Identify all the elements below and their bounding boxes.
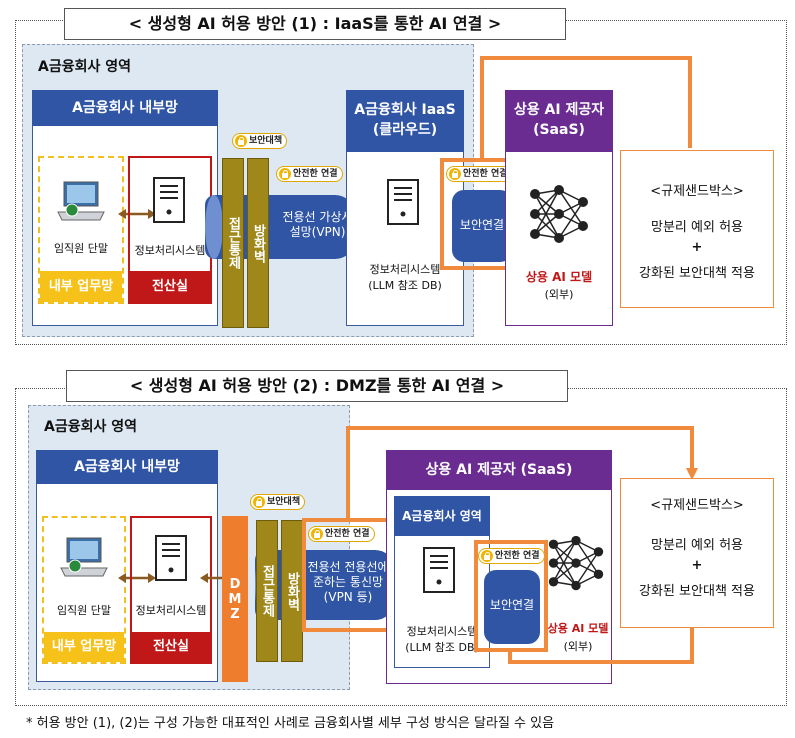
diagram2-employee-box [42, 516, 126, 664]
diagram1-info-system: 정보처리시스템 [134, 244, 206, 257]
diagram1-secure-badge: 안전한 연결 [446, 166, 513, 182]
diagram1-title: < 생성형 AI 허용 방안 (1) : IaaS를 통한 AI 연결 > [64, 8, 566, 40]
server-icon [155, 535, 187, 581]
diagram2-dmz: DMZ [222, 516, 248, 682]
diagram1-sandbox [620, 150, 774, 308]
diagram1-employee-box [38, 156, 124, 304]
diagram2-sandbox-line1: 망분리 예외 허용 [651, 538, 743, 553]
diagram2-secure-badge: 안전한 연결 [478, 548, 545, 564]
diagram1-security-measure: 보안대책 [249, 136, 283, 146]
diagram1-sandbox-title: <규제샌드박스> [650, 184, 744, 199]
footnote: * 허용 방안 (1), (2)는 구성 가능한 대표적인 사례로 금융회사별 … [26, 716, 555, 731]
lock-icon [481, 550, 493, 562]
neural-network-icon [530, 185, 588, 243]
diagram1-internal-network-title: A금융회사 내부망 [32, 90, 218, 126]
diagram1-employee-terminal: 임직원 단말 [53, 242, 109, 255]
lock-icon [311, 528, 323, 540]
diagram2-secure-connection-badge: 안전한 연결 [495, 551, 540, 561]
lock-icon [279, 168, 291, 180]
diagram2-safe-connection: 안전한 연결 [325, 529, 370, 539]
diagram2-dmz-label: DMZ [227, 576, 243, 622]
diagram1-firewall-label: 방화벽 [250, 223, 266, 263]
diagram1-ai-model: 상용 AI 모델 [525, 270, 593, 284]
diagram1-access-control: 접근통제 [222, 158, 244, 328]
laptop-icon [57, 181, 105, 221]
diagram1-pipe-end [205, 195, 223, 259]
diagram1-sandbox-line1: 망분리 예외 허용 [651, 220, 743, 235]
diagram2-inner-system: 정보처리시스템 (LLM 참조 DB) [405, 625, 479, 654]
server-icon [387, 179, 419, 225]
diagram2-inner-zone-title: A금융회사 영역 [394, 496, 490, 536]
diagram1-access-control-label: 접근통제 [225, 217, 241, 269]
diagram1-firewall: 방화벽 [247, 158, 269, 328]
diagram2-secure-connection: 보안연결 [489, 598, 535, 612]
diagram2-ai-model: 상용 AI 모델 [547, 622, 609, 635]
diagram1-orange-route [480, 56, 692, 158]
diagram2-access-control: 접근통제 [256, 520, 278, 662]
diagram2-internal-work-network: 내부 업무망 [44, 632, 124, 662]
diagram1-iaas-system: 정보처리시스템 (LLM 참조 DB) [368, 263, 442, 292]
diagram2-external: (외부) [563, 640, 593, 653]
lock-icon [235, 135, 247, 147]
diagram1-safe-connection: 안전한 연결 [293, 169, 338, 179]
diagram2-info-system: 정보처리시스템 [135, 604, 207, 617]
diagram2-zone-label: A금융회사 영역 [44, 419, 137, 435]
diagram1-secure-pipe [452, 190, 512, 262]
server-icon [153, 177, 185, 223]
lock-icon [253, 496, 265, 508]
diagram1-secure-connection-badge: 안전한 연결 [463, 169, 508, 179]
diagram2-security-measure: 보안대책 [267, 497, 301, 507]
diagram1-saas-title: 상용 AI 제공자 (SaaS) [505, 90, 613, 152]
diagram1-it-room: 전산실 [130, 271, 210, 302]
diagram2-access-control-label: 접근통제 [259, 565, 275, 617]
diagram1-dedicated-line: 전용선 가상사설망(VPN) [282, 210, 353, 239]
diagram2-dedicated-line: 전용선 전용선에 준하는 통신망 (VPN 등) [307, 560, 389, 604]
diagram2-sandbox [620, 478, 774, 628]
diagram1-internal-work-network: 내부 업무망 [40, 271, 122, 302]
diagram1-iaas-title: A금융회사 IaaS (클라우드) [346, 90, 464, 152]
diagram2-security-measure-badge: 보안대책 [250, 494, 306, 510]
diagram2-title: < 생성형 AI 허용 방안 (2) : DMZ를 통한 AI 연결 > [66, 370, 568, 402]
diagram2-sandbox-title: <규제샌드박스> [650, 498, 744, 513]
diagram1-security-measure-badge: 보안대책 [232, 133, 288, 149]
diagram1-external: (외부) [544, 288, 574, 301]
diagram1-zone-label: A금융회사 영역 [38, 59, 131, 75]
diagram2-firewall-label: 방화벽 [284, 571, 300, 611]
diagram2-internal-network-title: A금융회사 내부망 [36, 450, 218, 484]
diagram2-employee-terminal: 임직원 단말 [56, 604, 112, 617]
diagram2-secure-pipe [484, 570, 540, 644]
diagram2-sandbox-line2: 강화된 보안대책 적용 [639, 584, 755, 599]
diagram2-saas-title: 상용 AI 제공자 (SaaS) [386, 450, 612, 490]
diagram2-it-room: 전산실 [132, 632, 210, 662]
diagram2-sandbox-plus: + [691, 558, 703, 573]
diagram2-info-system-box [130, 516, 212, 664]
diagram2-safe-connection-badge: 안전한 연결 [308, 526, 375, 542]
lock-icon [449, 168, 461, 180]
neural-network-icon [548, 535, 604, 591]
diagram2-pipe [255, 550, 395, 620]
diagram1-sandbox-line2: 강화된 보안대책 적용 [639, 266, 755, 281]
diagram1-secure-connection: 보안연결 [459, 218, 505, 232]
diagram1-sandbox-plus: + [691, 240, 703, 255]
server-icon [423, 547, 455, 593]
diagram1-safe-connection-badge: 안전한 연결 [276, 166, 343, 182]
laptop-icon [60, 537, 108, 577]
diagram2-bidir-arrow-1 [118, 573, 156, 583]
diagram2-firewall: 방화벽 [281, 520, 303, 662]
